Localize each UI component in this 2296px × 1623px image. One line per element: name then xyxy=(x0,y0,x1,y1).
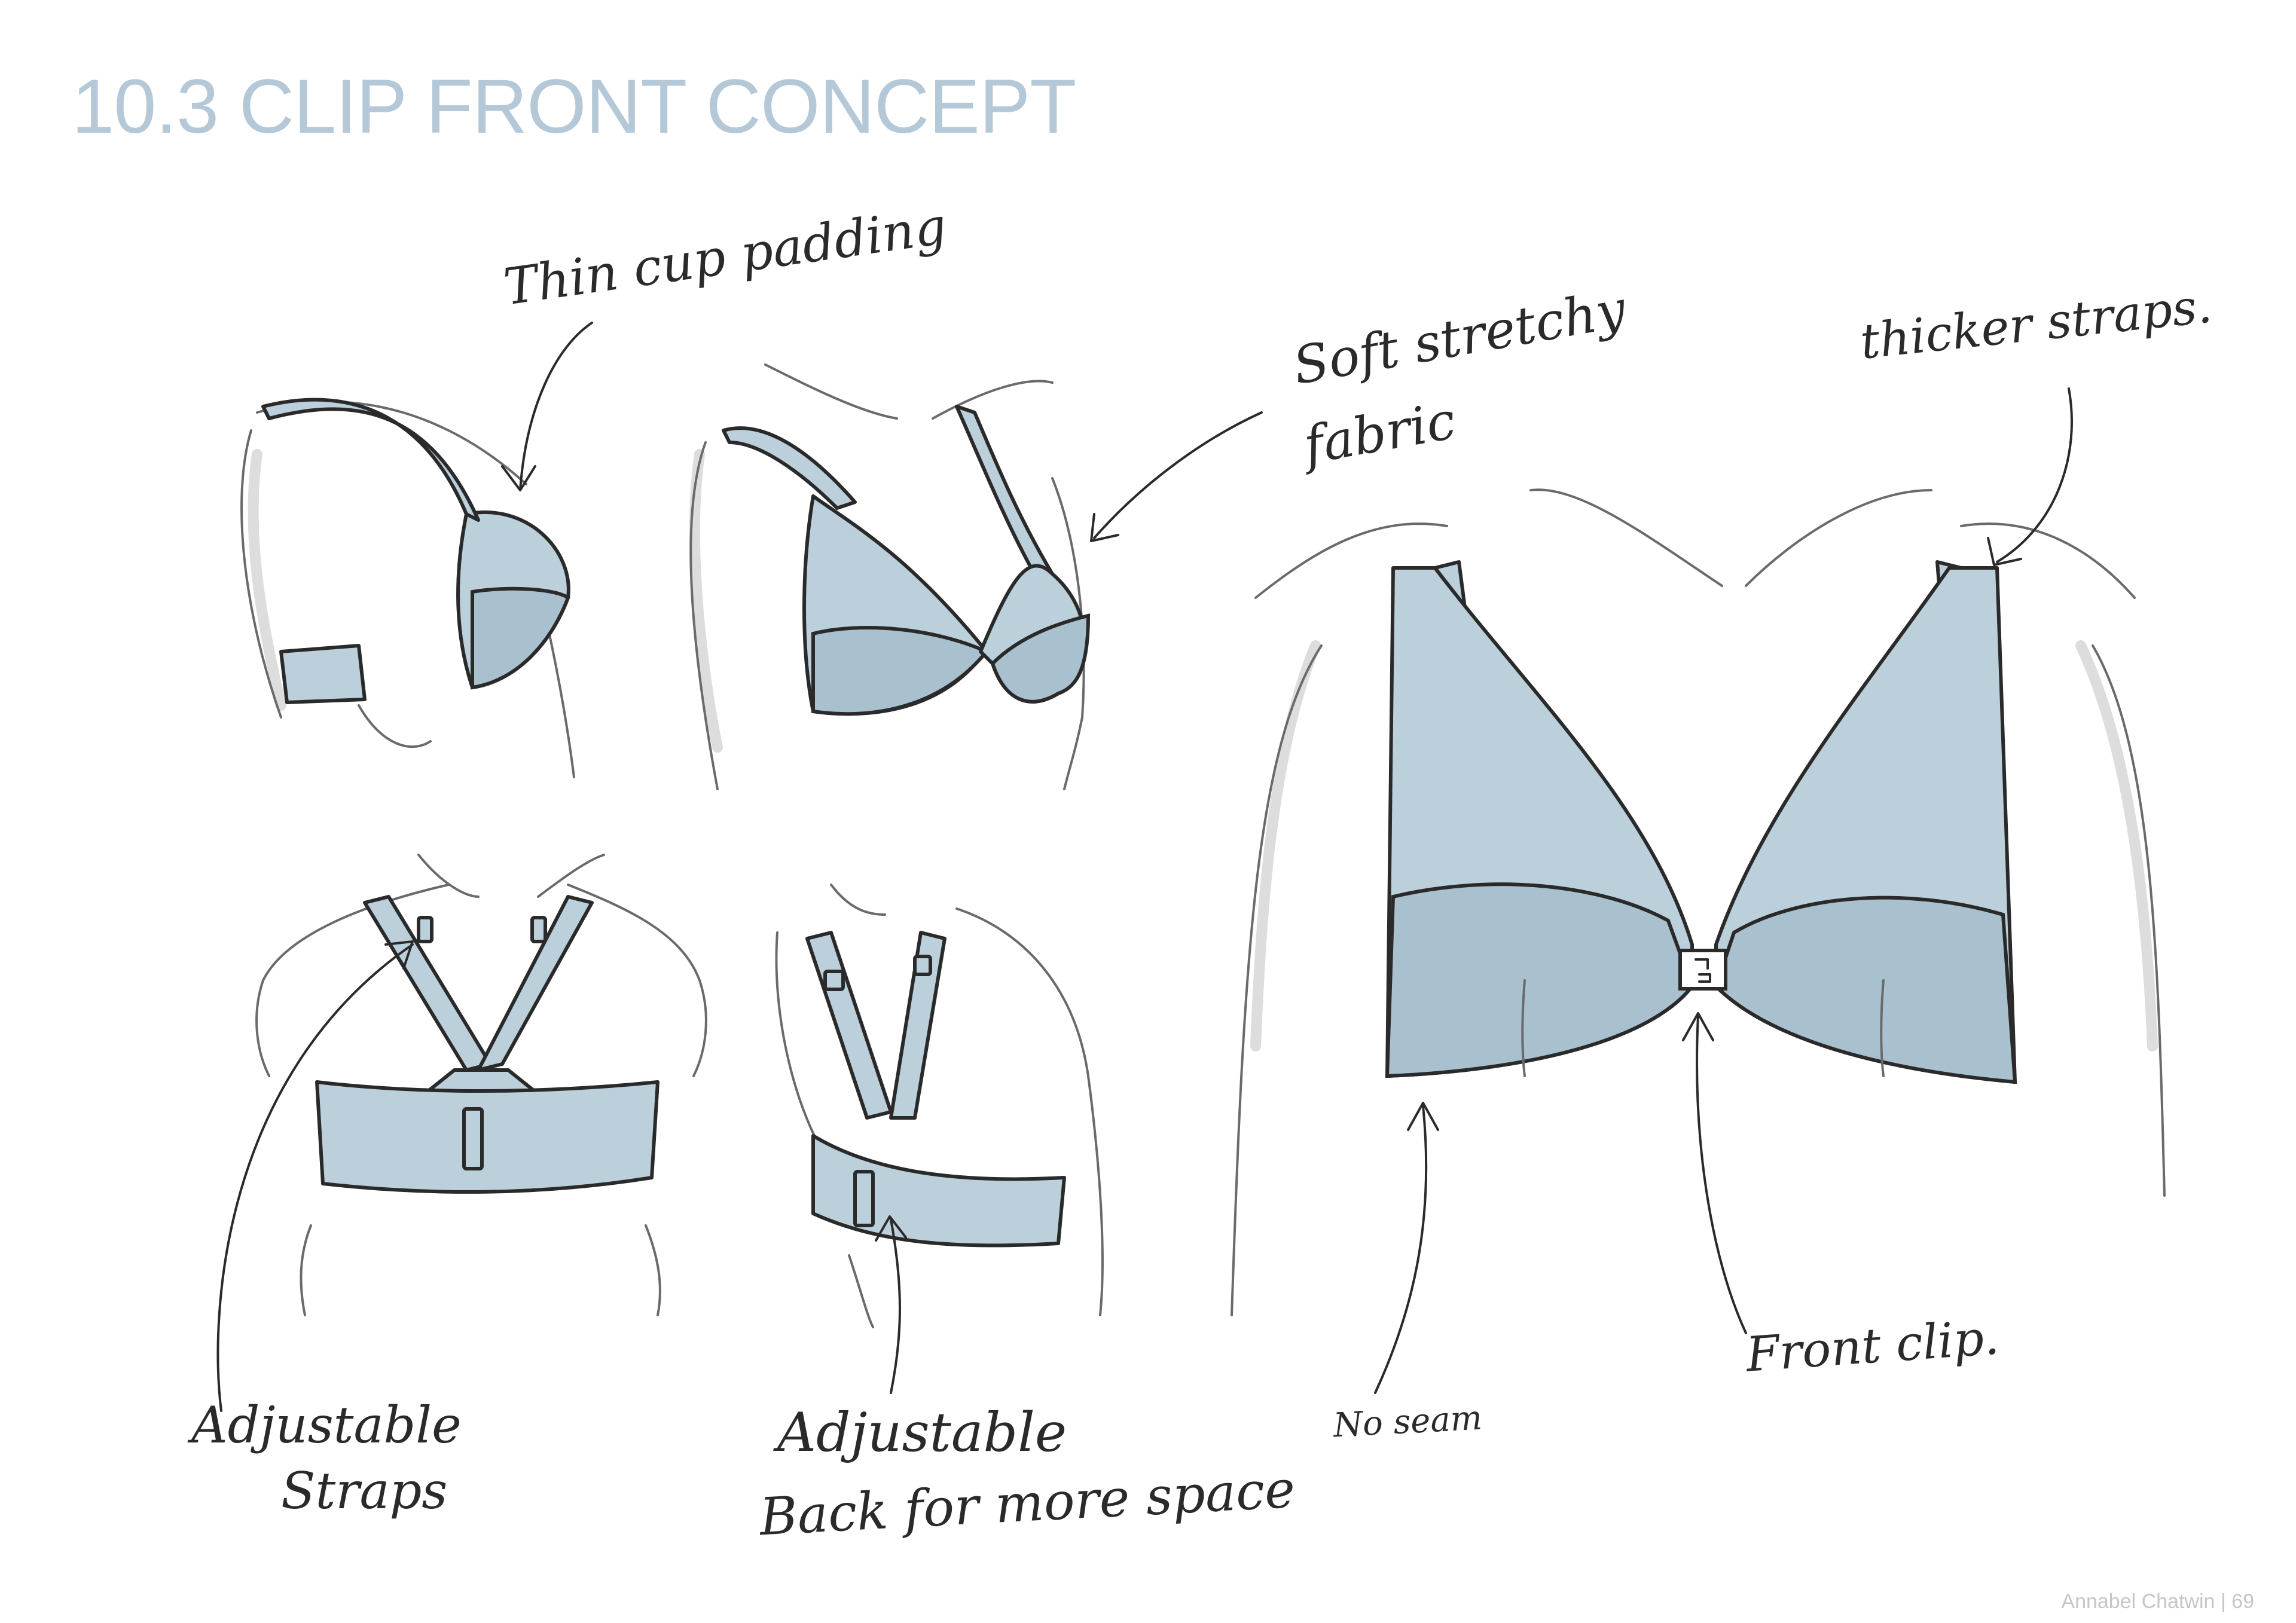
arrow-thin-cup xyxy=(519,322,593,491)
page-title: 10.3 CLIP FRONT CONCEPT xyxy=(72,64,1076,149)
annotation-arrows xyxy=(216,322,2073,1412)
page-footer: Annabel Chatwin | 69 xyxy=(2061,1590,2254,1613)
side-view-sketch xyxy=(240,398,575,778)
arrow-soft-fabric xyxy=(1093,411,1263,539)
arrow-adjustable-straps xyxy=(216,943,414,1412)
arrow-adjustable-back xyxy=(890,1218,901,1394)
note-no-seam: No seam xyxy=(1332,1398,1483,1445)
note-adjustable-back-line1: Adjustable xyxy=(777,1401,1067,1464)
front-view-sketch xyxy=(1231,488,2166,1316)
arrow-no-seam xyxy=(1374,1105,1428,1394)
arrow-front-clip xyxy=(1696,1015,1747,1334)
arrow-thicker-straps xyxy=(1996,387,2073,563)
three-quarter-sketch xyxy=(689,363,1091,790)
note-adjustable-straps-line1: Adjustable xyxy=(191,1396,462,1454)
note-adjustable-straps-line2: Straps xyxy=(281,1462,448,1520)
back-view-sketch xyxy=(255,854,707,1316)
back-three-quarter-sketch xyxy=(775,884,1104,1328)
